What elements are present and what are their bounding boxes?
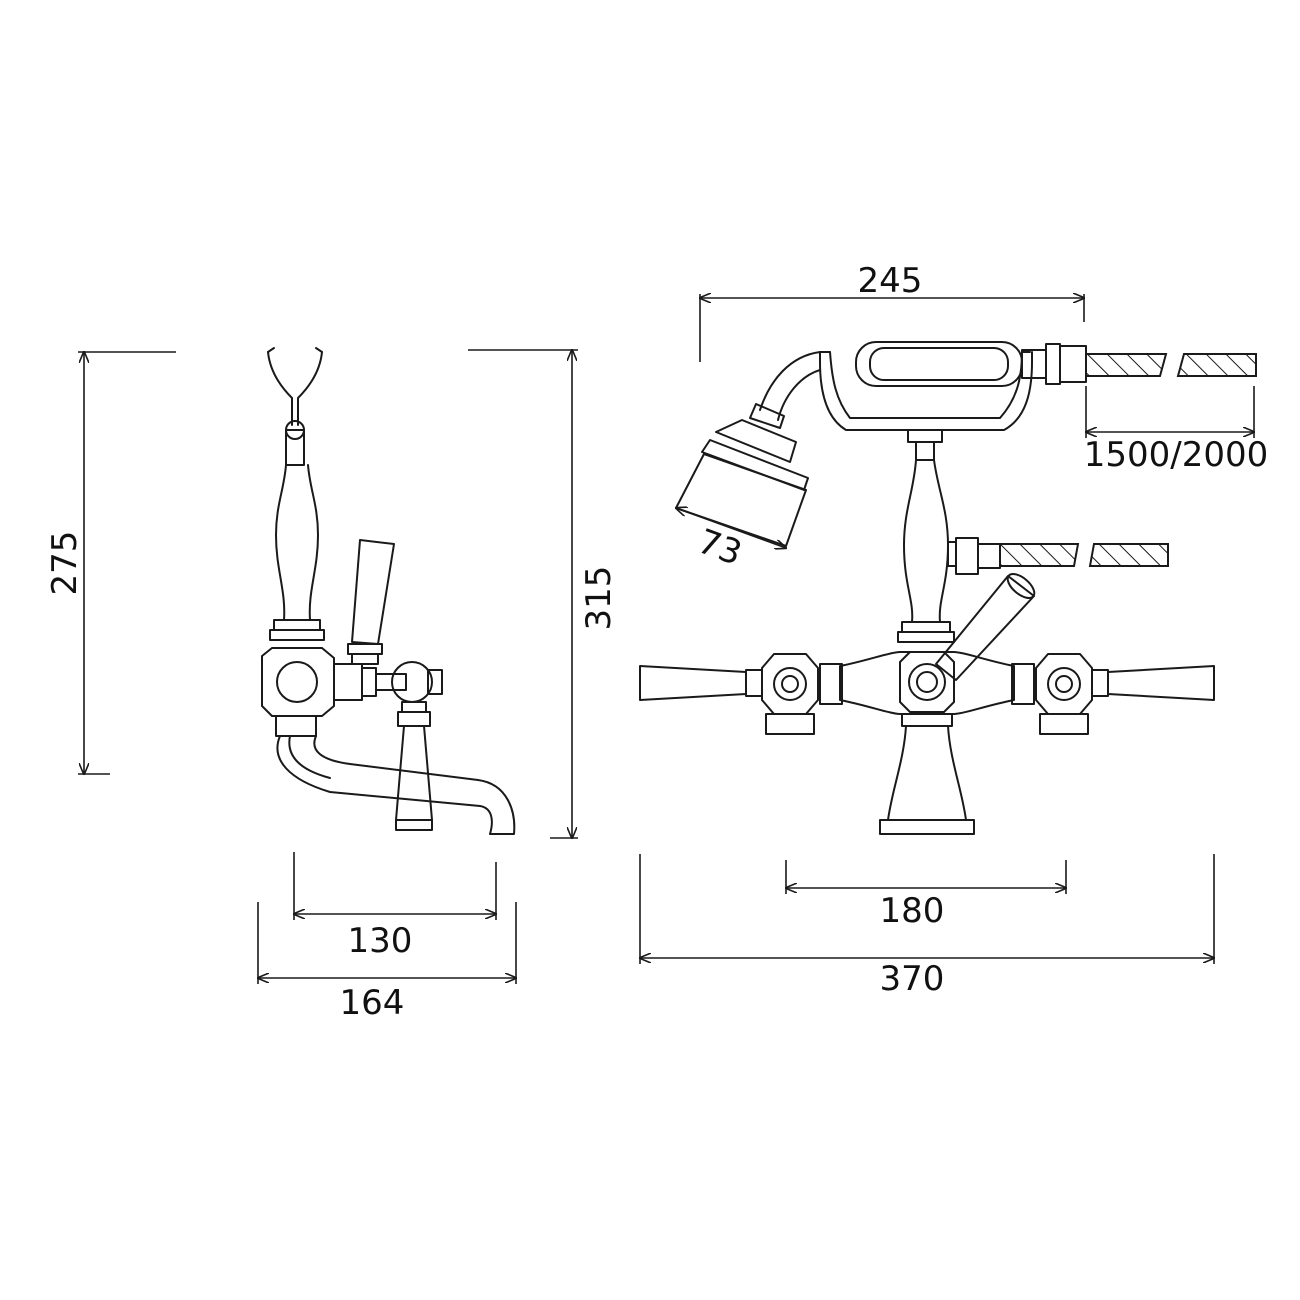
dim-315-label: 315 bbox=[579, 566, 619, 631]
front-mixer-body bbox=[639, 573, 1215, 835]
dim-130-label: 130 bbox=[348, 921, 413, 961]
dim-hose-label: 1500/2000 bbox=[1084, 435, 1269, 475]
side-dimensions: 275 315 130 164 bbox=[45, 350, 619, 1023]
front-shower-handset bbox=[675, 341, 1087, 547]
side-cradle-fork bbox=[267, 347, 323, 440]
dim-245-label: 245 bbox=[858, 261, 923, 301]
front-view bbox=[639, 341, 1257, 835]
side-column bbox=[269, 429, 325, 641]
front-hose bbox=[1085, 353, 1257, 377]
side-lever-upper bbox=[347, 539, 395, 665]
front-dimensions: 245 1500/2000 73 180 370 bbox=[640, 261, 1268, 999]
front-riser bbox=[897, 429, 1169, 643]
side-lever-lower bbox=[395, 701, 433, 831]
side-valve-body bbox=[261, 647, 443, 737]
side-view bbox=[261, 347, 516, 835]
dim-164-label: 164 bbox=[340, 983, 405, 1023]
side-spout bbox=[276, 735, 516, 835]
dim-275-label: 275 bbox=[45, 531, 85, 596]
dim-180-label: 180 bbox=[880, 891, 945, 931]
dim-370-label: 370 bbox=[880, 959, 945, 999]
